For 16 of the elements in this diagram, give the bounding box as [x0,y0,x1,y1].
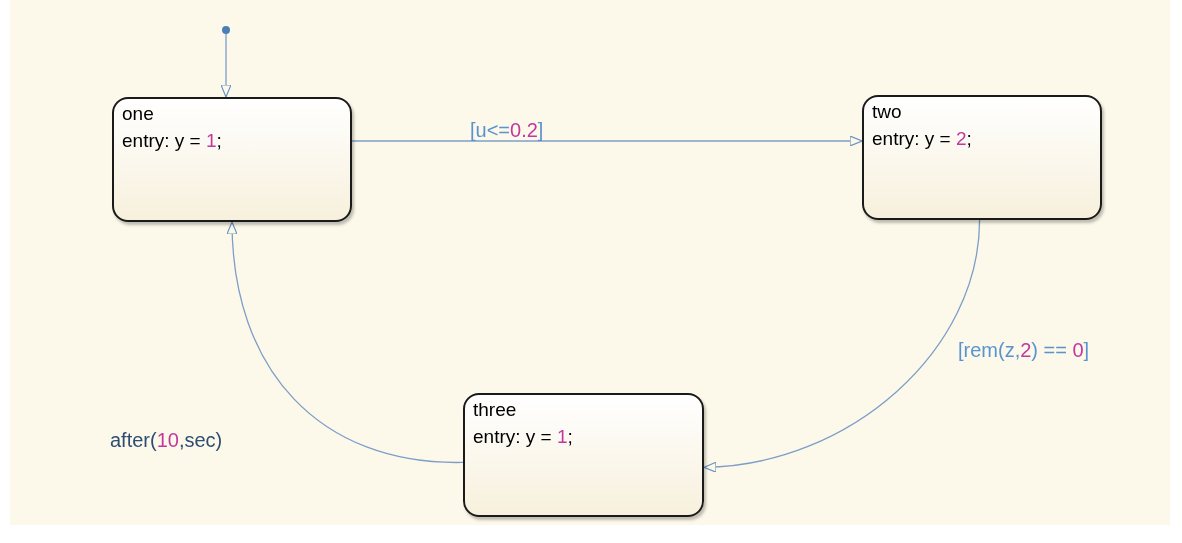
entry-action: entry: y = 1; [473,425,574,449]
edge-label: after(10,sec) [110,428,223,452]
transition-arrow [703,219,981,473]
state-box [862,95,1102,220]
state-box [112,97,352,222]
state-name: two [872,100,903,124]
entry-action: entry: y = 1; [122,129,223,153]
transition-arrow [351,135,863,147]
state-box [463,393,704,517]
edge-label: [u<=0.2] [470,118,544,142]
transition-arrow [220,33,232,98]
edge-label: [rem(z,2) == 0] [958,338,1090,362]
state-name: one [122,102,155,126]
state-name: three [473,398,518,422]
transition-arrow [227,221,464,464]
entry-action: entry: y = 2; [872,127,973,151]
